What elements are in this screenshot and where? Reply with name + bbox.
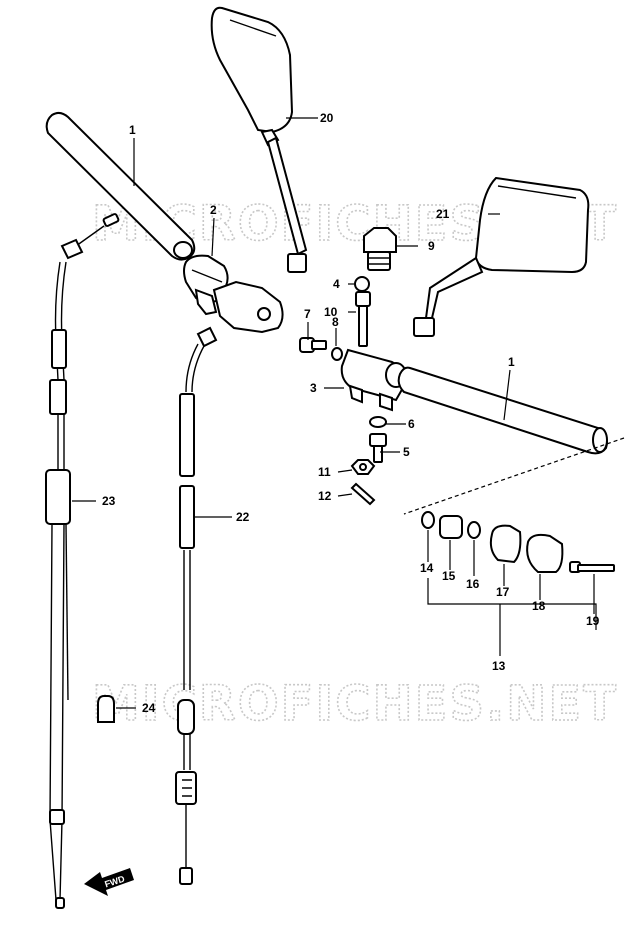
nut-11 bbox=[350, 459, 376, 475]
callout-23: 23 bbox=[102, 494, 116, 508]
callout-3: 3 bbox=[310, 381, 317, 395]
callout-9: 9 bbox=[428, 239, 435, 253]
washer-16 bbox=[467, 521, 481, 539]
callout-7: 7 bbox=[304, 307, 311, 321]
callout-22: 22 bbox=[236, 510, 250, 524]
callout-5: 5 bbox=[403, 445, 410, 459]
callout-6: 6 bbox=[408, 417, 415, 431]
callout-16: 16 bbox=[466, 577, 480, 591]
weight-17 bbox=[489, 524, 522, 564]
spacer-15 bbox=[439, 515, 463, 539]
callout-1b: 1 bbox=[508, 355, 515, 369]
grip-end-assembly bbox=[421, 511, 615, 656]
callout-24: 24 bbox=[142, 701, 156, 715]
callout-11: 11 bbox=[318, 465, 331, 479]
watermark-bottom: MICROFICHES.NET bbox=[92, 676, 618, 732]
callout-2: 2 bbox=[210, 203, 217, 217]
handlebar-grip-left bbox=[45, 111, 196, 261]
callout-8: 8 bbox=[332, 315, 339, 329]
washer-14 bbox=[421, 511, 435, 529]
callout-21: 21 bbox=[436, 207, 450, 221]
cable-22 bbox=[175, 326, 218, 885]
callout-20: 20 bbox=[320, 111, 334, 125]
cotter-pin-12 bbox=[350, 482, 376, 506]
callout-12: 12 bbox=[318, 489, 332, 503]
washer-6 bbox=[369, 416, 387, 428]
cap-bolt bbox=[363, 227, 397, 271]
handlebar-holder bbox=[340, 348, 407, 412]
forward-label: FWD bbox=[103, 873, 126, 889]
short-screw bbox=[299, 337, 327, 353]
weight-18 bbox=[526, 533, 564, 573]
callout-14: 14 bbox=[420, 561, 434, 575]
long-bolt bbox=[355, 291, 371, 347]
bolt-5 bbox=[369, 433, 387, 463]
handlebar-grip-right bbox=[397, 366, 608, 455]
handlebar-left bbox=[183, 254, 284, 334]
washer-8 bbox=[331, 347, 343, 361]
callout-10: 10 bbox=[324, 305, 338, 319]
cable-boot-24 bbox=[97, 695, 115, 723]
cable-23 bbox=[45, 213, 120, 909]
callouts: 1 2 20 21 9 4 10 7 8 3 1 6 5 11 12 23 22… bbox=[102, 111, 600, 715]
screw-19 bbox=[569, 561, 615, 573]
callout-19: 19 bbox=[586, 614, 600, 628]
mirror-right bbox=[413, 176, 590, 337]
callout-4: 4 bbox=[333, 277, 340, 291]
forward-arrow-icon: FWD bbox=[84, 868, 134, 896]
ball bbox=[354, 276, 370, 292]
callout-17: 17 bbox=[496, 585, 510, 599]
callout-15: 15 bbox=[442, 569, 456, 583]
mirror-left bbox=[210, 6, 308, 273]
callout-13: 13 bbox=[492, 659, 506, 673]
leader-lines bbox=[72, 117, 595, 709]
callout-1a: 1 bbox=[129, 123, 136, 137]
callout-18: 18 bbox=[532, 599, 546, 613]
